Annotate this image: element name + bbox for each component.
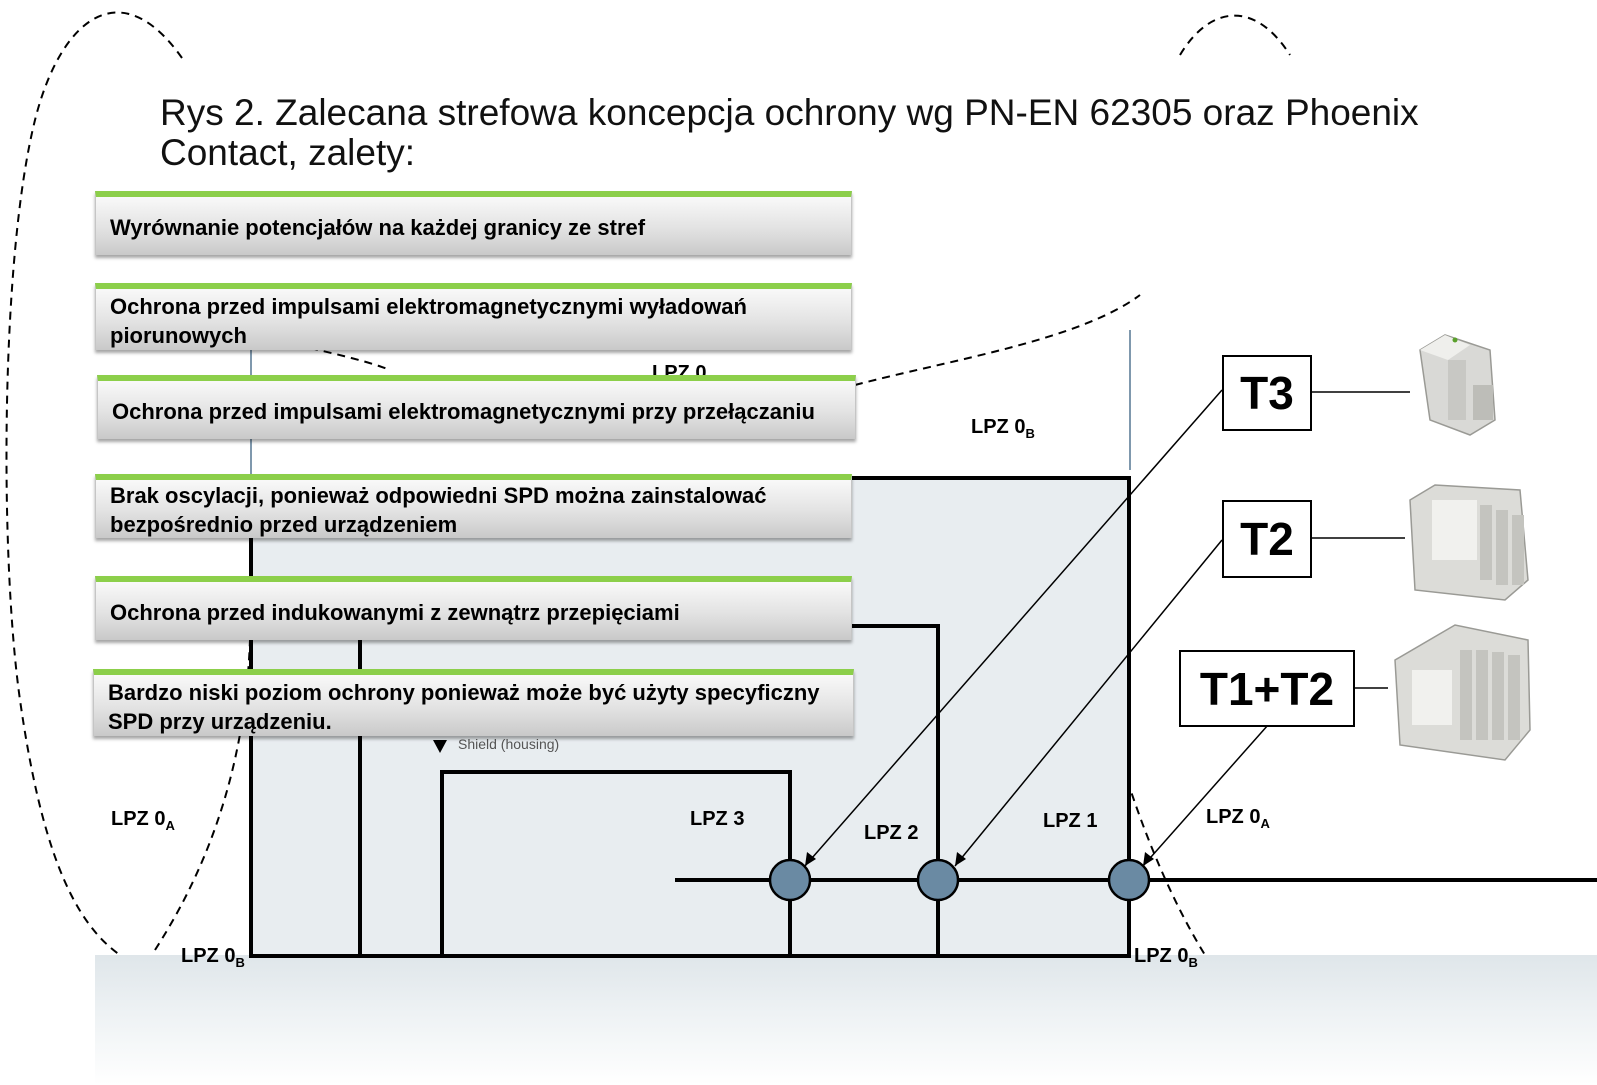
device-t3-image — [1419, 334, 1496, 436]
t1t2-leader — [1142, 724, 1269, 867]
zone-label-lpz1: LPZ 1 — [1043, 810, 1098, 832]
dashed-sphere-middle — [854, 294, 1141, 386]
spd-type-t3: T3 — [1222, 355, 1312, 431]
zone-label-lpz3: LPZ 3 — [690, 808, 745, 830]
ground-area — [95, 955, 1597, 1085]
t2-leader — [954, 539, 1223, 867]
dashed-sphere-left — [5, 11, 183, 956]
dashed-sphere-right — [1114, 739, 1206, 956]
zone-label-lpz0b-left: LPZ 0B — [181, 945, 245, 970]
spd-type-t2: T2 — [1222, 500, 1312, 578]
shield-arrow — [433, 740, 447, 753]
spd-type-t1t2: T1+T2 — [1179, 650, 1355, 727]
advantage-box-4: Brak oscylacji, ponieważ odpowiedni SPD … — [95, 474, 852, 538]
zone-label-lpz0a-left: LPZ 0A — [111, 808, 175, 833]
dashed-sphere-inner-left — [154, 639, 251, 951]
advantage-box-1: Wyrównanie potencjałów na każdej granicy… — [95, 191, 852, 255]
page-title: Rys 2. Zalecana strefowa koncepcja ochro… — [160, 92, 1419, 173]
zone-label-lpz0a-right: LPZ 0A — [1206, 806, 1270, 831]
advantage-box-2: Ochrona przed impulsami elektromagnetycz… — [95, 283, 852, 350]
device-t2-image — [1409, 484, 1529, 601]
spd-node-t3 — [768, 858, 812, 902]
t3-leader — [804, 389, 1223, 867]
zone-label-lpz2: LPZ 2 — [864, 822, 919, 844]
shield-label: Shield (housing) — [458, 736, 560, 752]
advantage-box-5: Ochrona przed indukowanymi z zewnątrz pr… — [95, 576, 852, 640]
dashed-sphere-small — [309, 347, 391, 371]
advantage-box-3: Ochrona przed impulsami elektromagnetycz… — [97, 375, 856, 439]
spd-node-t1t2 — [1107, 858, 1151, 902]
zone-label-lpz0b-right: LPZ 0B — [1134, 945, 1198, 970]
zone-label-lpz0b-top: LPZ 0B — [971, 416, 1035, 441]
device-t1t2-image — [1394, 624, 1531, 761]
advantage-box-6: Bardzo niski poziom ochrony ponieważ moż… — [93, 669, 854, 736]
spd-node-t2 — [916, 858, 960, 902]
dashed-sphere-top-right — [1179, 14, 1291, 56]
